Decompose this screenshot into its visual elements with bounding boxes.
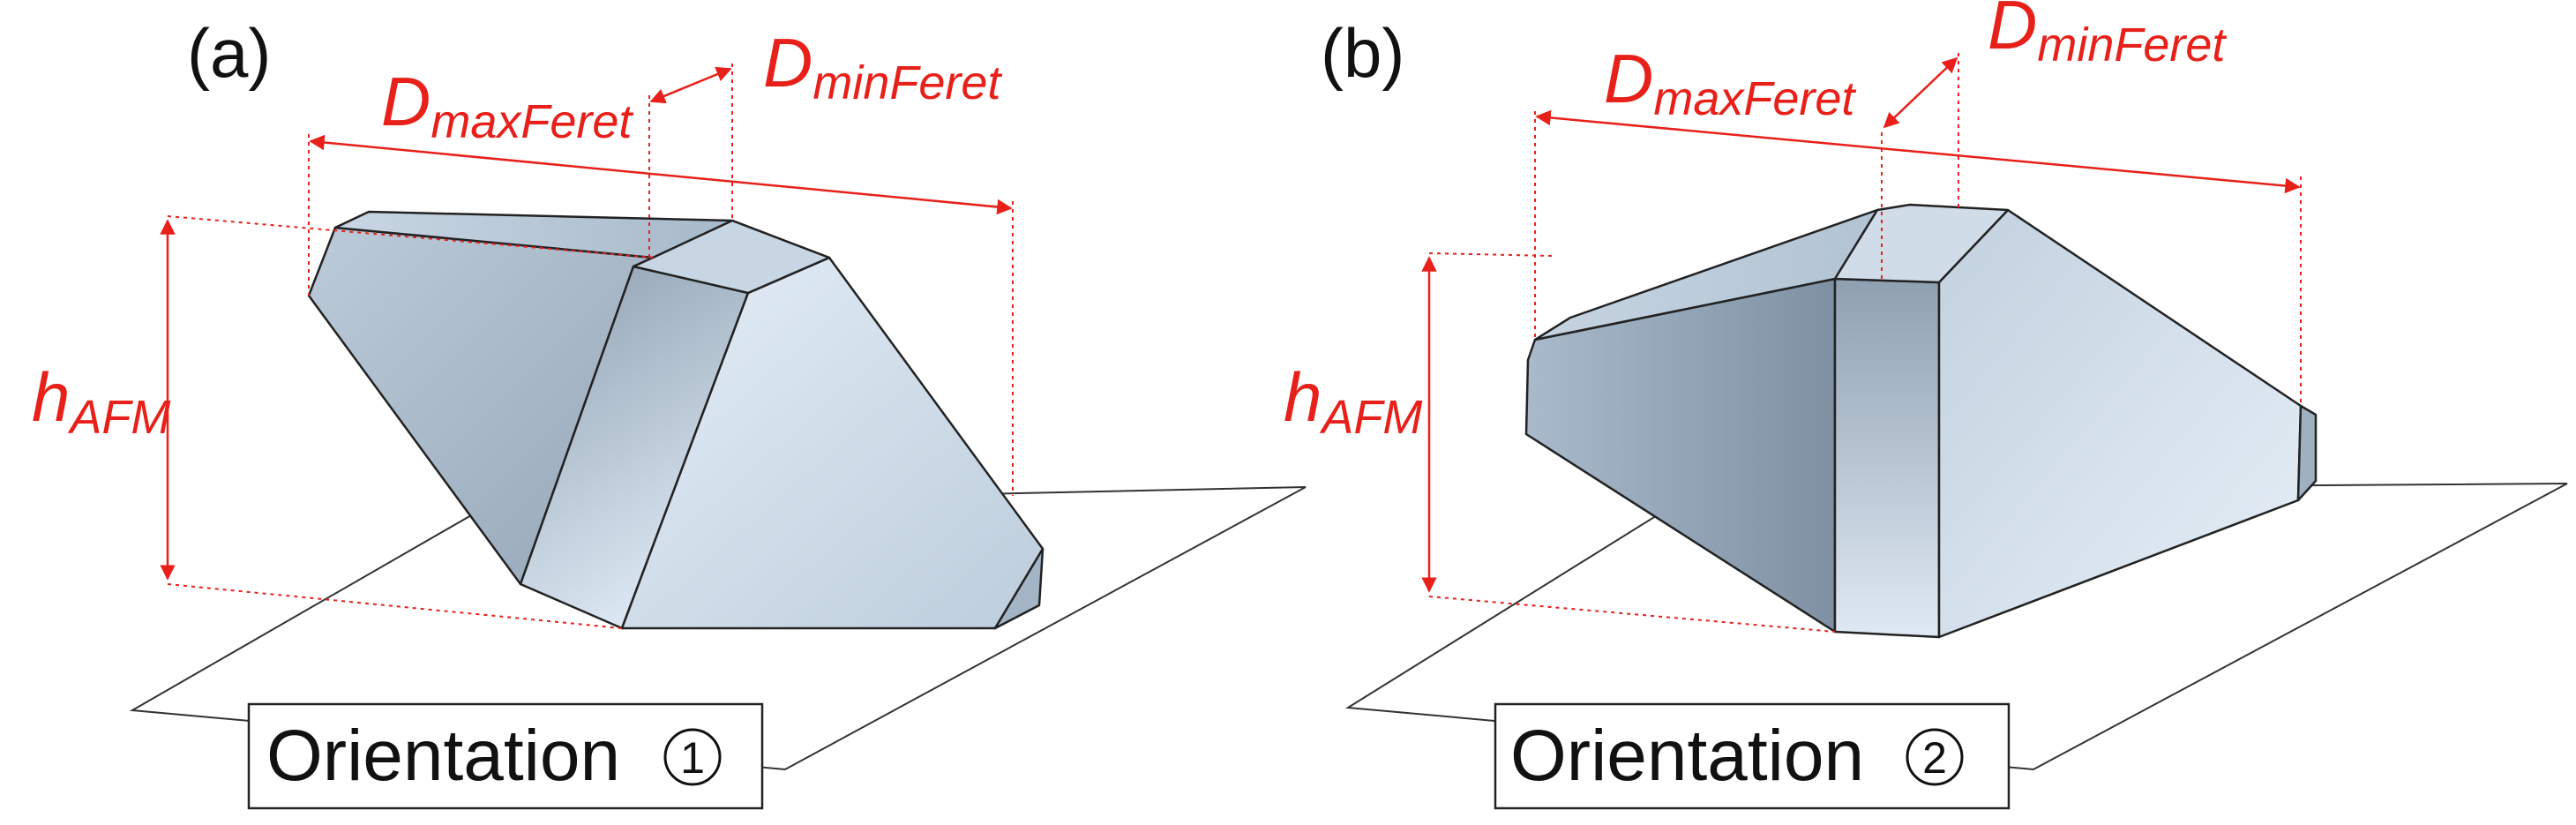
h-label-a: hAFM: [32, 358, 170, 444]
crystal-b-face-right: [1937, 208, 2303, 639]
orientation-text-b: Orientation: [1510, 716, 1864, 796]
orientation-text-a: Orientation: [266, 716, 620, 796]
crystal-a-face-end: [993, 547, 1045, 630]
dimensions-a: [160, 64, 1014, 629]
crystal-a-face-right: [620, 256, 1045, 630]
dmax-arrow-a: [309, 134, 1013, 215]
orientation-number-a: 1: [680, 733, 705, 783]
orientation-box-a: Orientation 1: [247, 702, 764, 810]
crystal-b-face-middle: [1833, 277, 1941, 639]
crystal-a: [307, 210, 1045, 630]
extension-line: [167, 215, 654, 259]
crystal-a-face-top-end: [632, 219, 831, 295]
h-label-b: hAFM: [1284, 358, 1422, 444]
orientation-number-b: 2: [1922, 733, 1947, 783]
orientation-number-circle-a: [663, 728, 722, 786]
panel-label-a: (a): [187, 14, 271, 92]
orientation-box-b: Orientation 2: [1494, 702, 2011, 810]
extension-line: [1428, 596, 1836, 633]
dmax-label-b: DmaxFeret: [1604, 40, 1856, 125]
panel-a: (a) DmaxFeret DminFeret hAFM Orientation…: [32, 14, 1307, 810]
dimensions-b: [1421, 53, 2302, 633]
dmax-label-a: DmaxFeret: [381, 63, 633, 148]
dmin-label-a: DminFeret: [763, 24, 1002, 109]
orientation-number-circle-b: [1906, 728, 1964, 786]
crystal-b: [1524, 203, 2318, 639]
dmin-arrow-a: [649, 66, 732, 104]
dmax-arrow-b: [1535, 109, 2301, 194]
panel-label-b: (b): [1321, 14, 1404, 92]
dmin-arrow-b: [1883, 56, 1958, 129]
panel-b: (b) DmaxFeret DminFeret hAFM Orientation…: [1284, 0, 2568, 810]
crystal-b-face-end: [2296, 404, 2318, 502]
dmin-label-b: DminFeret: [1988, 0, 2227, 71]
